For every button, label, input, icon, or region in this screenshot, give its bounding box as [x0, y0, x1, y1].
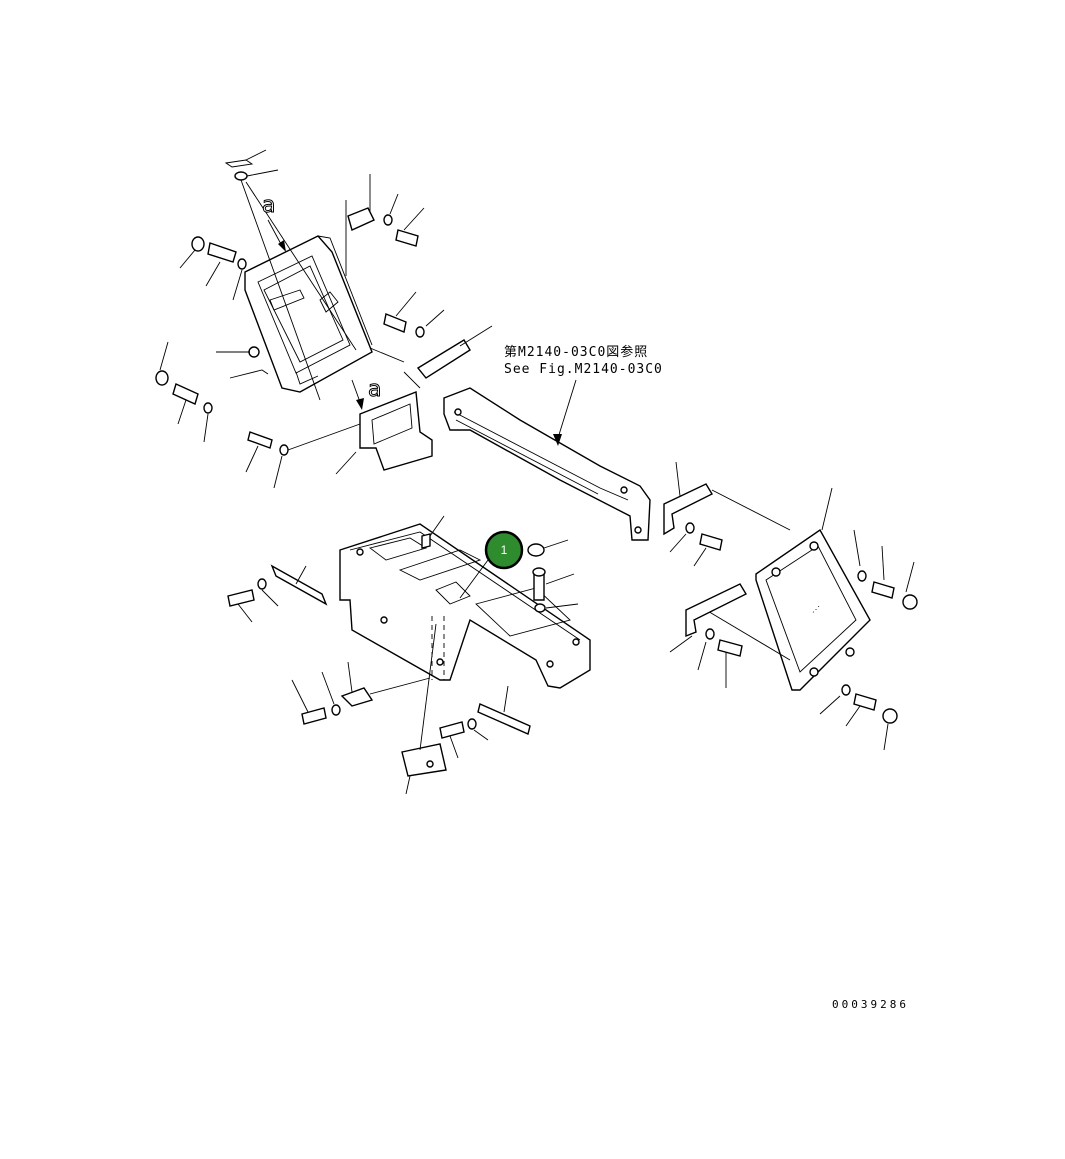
- top-pin: [224, 149, 357, 401]
- view-arrow-bottom: [351, 379, 364, 410]
- left-bolts: [155, 236, 361, 489]
- callout-item-1[interactable]: 1: [459, 530, 524, 599]
- lower-left-tray: [335, 371, 433, 475]
- tray-lower-parts: [401, 623, 531, 795]
- upper-clip-bracket: [345, 174, 425, 276]
- tray-fasteners: [421, 515, 579, 613]
- right-mount-plate: ⋰: [705, 487, 871, 691]
- view-marker-a-top: a: [262, 193, 275, 218]
- reference-note-en: See Fig.M2140-03C0: [504, 362, 663, 377]
- cross-beam: [443, 387, 651, 541]
- upper-left-frame: [244, 235, 373, 393]
- right-fasteners: [819, 529, 918, 751]
- right-small-bracket: [663, 461, 791, 567]
- main-tray-bracket: [339, 523, 591, 689]
- mid-upper-bolt: [369, 291, 493, 379]
- view-arrow-top: [267, 219, 286, 252]
- view-marker-a-bottom: a: [368, 377, 381, 402]
- svg-text:⋰: ⋰: [812, 605, 820, 614]
- reference-note: 第M2140-03C0図参照 See Fig.M2140-03C0: [504, 344, 663, 446]
- figure-number: 00039286: [832, 998, 909, 1011]
- right-lower-bracket: [669, 583, 747, 688]
- reference-note-jp: 第M2140-03C0図参照: [504, 344, 648, 360]
- tray-left-parts: [227, 564, 431, 725]
- callout-number: 1: [501, 543, 508, 557]
